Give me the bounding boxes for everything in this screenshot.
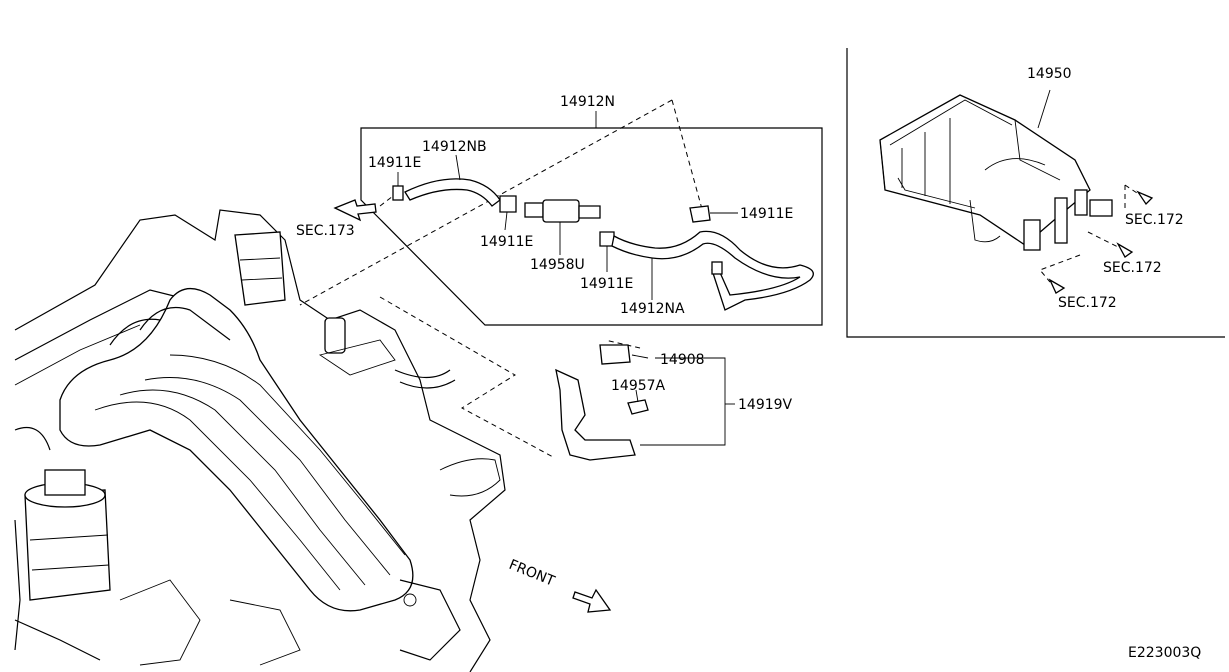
label-14919V: 14919V (738, 397, 793, 413)
label-14950: 14950 (1027, 66, 1072, 82)
label-14911E-1: 14911E (368, 155, 421, 171)
label-14911E-2: 14911E (480, 234, 533, 250)
label-14912N: 14912N (560, 94, 615, 110)
bracket-group (379, 296, 735, 461)
label-sec-172-b: SEC.172 (1103, 260, 1162, 276)
engine-illustration (14, 209, 506, 672)
figure-code: E223003Q (1128, 645, 1201, 661)
label-front: FRONT (507, 557, 558, 590)
label-sec-172-c: SEC.172 (1058, 295, 1117, 311)
label-14912NB: 14912NB (422, 139, 487, 155)
label-14912NA: 14912NA (620, 301, 685, 317)
label-14957A: 14957A (611, 378, 666, 394)
front-arrow (572, 588, 612, 613)
label-14908: 14908 (660, 352, 705, 368)
label-14911E-4: 14911E (740, 206, 793, 222)
label-sec-173: SEC.173 (296, 223, 355, 239)
label-14911E-3: 14911E (580, 276, 633, 292)
hose-assembly-box (299, 99, 823, 326)
label-14958U: 14958U (530, 257, 585, 273)
label-sec-172-a: SEC.172 (1125, 212, 1184, 228)
canister-box (846, 48, 1225, 338)
